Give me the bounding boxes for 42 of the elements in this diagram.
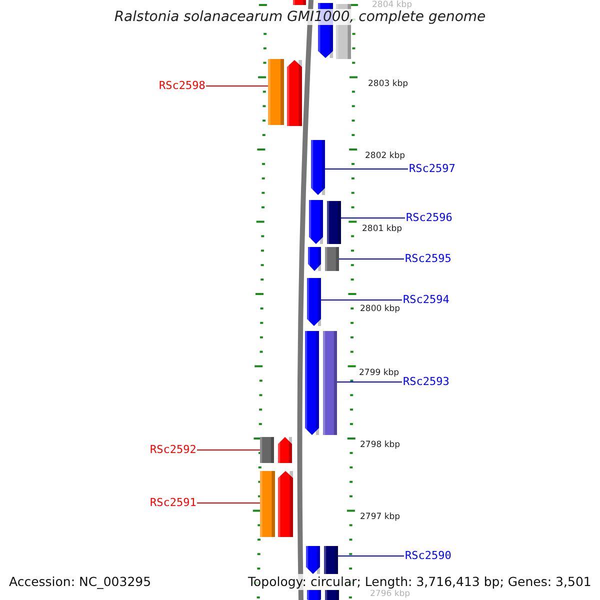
- gene-feature-block: [327, 201, 341, 244]
- scale-label: 2800 kbp: [360, 304, 400, 314]
- scale-label: 2801 kbp: [362, 224, 402, 234]
- leader-line: [324, 168, 408, 170]
- gene-feature-pointed: [308, 247, 321, 271]
- scale-label: 2798 kbp: [360, 440, 400, 450]
- gene-feature-pointed: [287, 60, 302, 126]
- gene-feature-pointed: [307, 590, 321, 600]
- scale-label: 2799 kbp: [359, 368, 400, 378]
- leader-line: [338, 258, 404, 260]
- gene-label: RSc2597: [409, 163, 456, 175]
- gene-feature-pointed: [309, 200, 323, 244]
- map-title: Ralstonia solanacearum GMI1000, complete genome: [112, 9, 488, 25]
- gene-label: RSc2592: [150, 444, 196, 456]
- gene-feature-block: [268, 59, 284, 125]
- scale-label: 2802 kbp: [365, 151, 406, 161]
- gene-feature-block: [260, 471, 275, 537]
- gene-feature-pointed: [311, 140, 325, 195]
- genome-info-text: Topology: circular; Length: 3,716,413 bp; Genes: 3,501: [248, 574, 592, 590]
- gene-label: RSc2596: [406, 212, 452, 224]
- gene-feature-block: [325, 590, 339, 600]
- gene-label: RSc2591: [150, 497, 196, 509]
- gene-feature-block: [324, 546, 338, 574]
- gene-label: RSc2594: [403, 294, 450, 306]
- gene-feature-pointed: [278, 437, 292, 463]
- accession-text: Accession: NC_003295: [9, 574, 152, 590]
- gene-feature-pointed: [307, 278, 321, 326]
- scale-label: 2803 kbp: [368, 79, 408, 89]
- gene-label: RSc2593: [403, 376, 450, 388]
- leader-line: [196, 502, 260, 504]
- gene-label: RSc2595: [405, 253, 452, 265]
- gene-label: RSc2598: [159, 80, 206, 92]
- gene-feature-pointed: [305, 331, 319, 435]
- gene-feature-block: [323, 331, 337, 435]
- scale-label: 2804 kbp: [372, 0, 412, 10]
- gene-feature-pointed: [306, 546, 320, 574]
- gene-feature-pointed: [278, 471, 293, 537]
- gene-label: RSc2590: [405, 550, 452, 562]
- scale-label: 2797 kbp: [360, 512, 400, 522]
- gene-feature-block: [260, 437, 274, 463]
- gene-feature-block: [325, 247, 339, 271]
- scale-label: 2796 kbp: [370, 589, 410, 599]
